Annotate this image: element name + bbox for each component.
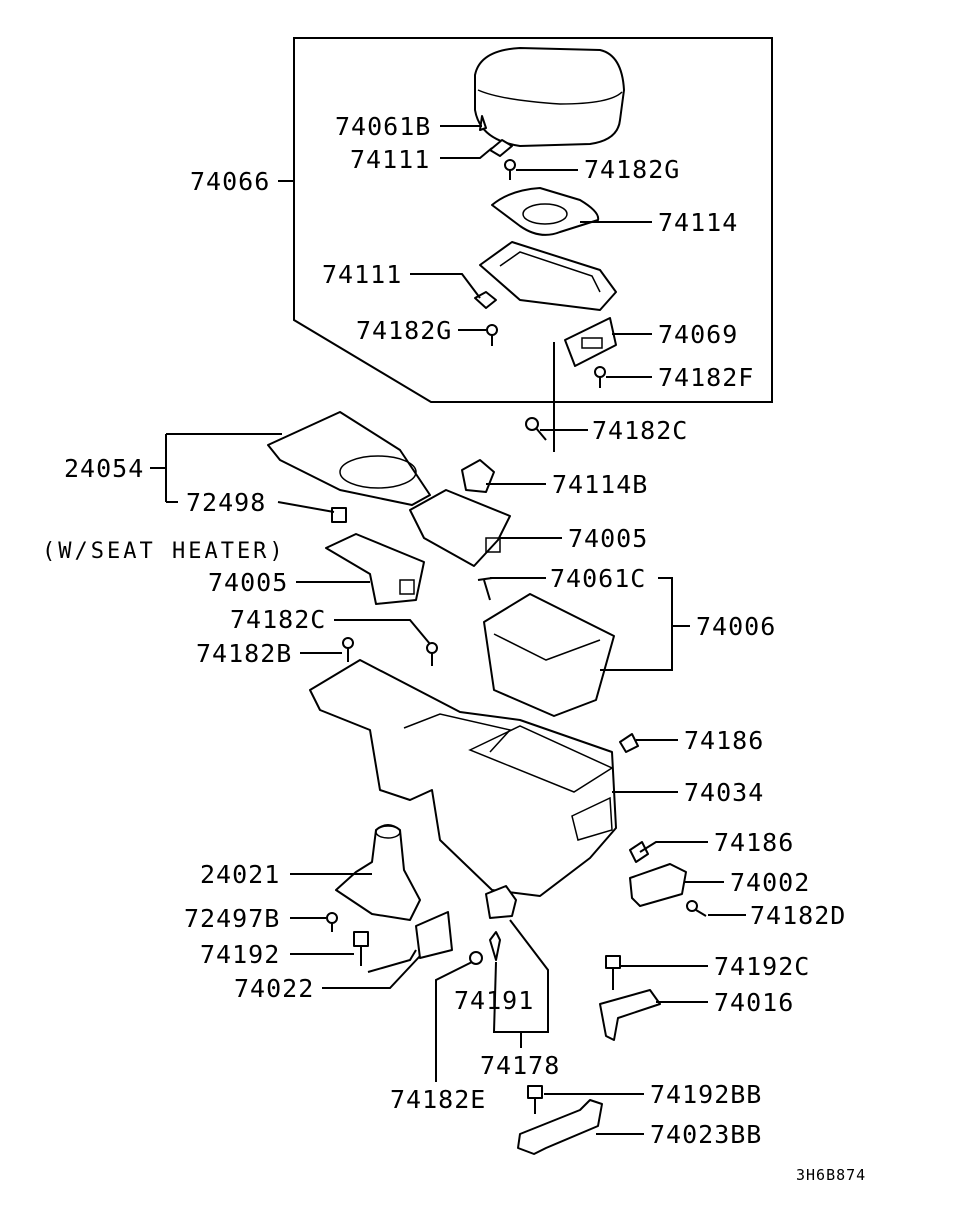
armrest-assembly-frame	[293, 37, 773, 403]
screw-74182d-part[interactable]	[686, 900, 707, 917]
shift-panel-24054-part[interactable]	[267, 411, 431, 506]
part-label: 74023BB	[650, 1120, 762, 1149]
bolt-74192bb-part[interactable]	[527, 1085, 543, 1114]
part-label: 74182G	[356, 316, 452, 345]
part-label: 74114	[658, 208, 738, 237]
part-label: 74005	[568, 524, 648, 553]
screw-74182g-lower-part[interactable]	[486, 324, 498, 346]
hinge-74069-part[interactable]	[564, 317, 617, 367]
bracket-74016-part[interactable]	[599, 989, 661, 1041]
part-label: 24021	[200, 860, 280, 889]
clip-72498-part[interactable]	[331, 507, 347, 523]
part-label: 74061C	[550, 564, 646, 593]
seat-heater-note: (W/SEAT HEATER)	[42, 539, 286, 564]
part-label: 74182D	[750, 901, 846, 930]
storage-box-74006-part[interactable]	[483, 593, 615, 717]
part-label: 74114B	[552, 470, 648, 499]
screw-74182b-part[interactable]	[342, 637, 354, 662]
screw-74182g-upper-part[interactable]	[504, 159, 516, 180]
clip-74111-lower-part[interactable]	[474, 291, 497, 309]
bolt-74192-part[interactable]	[353, 931, 369, 966]
part-label: 74182C	[592, 416, 688, 445]
part-label: 72498	[186, 488, 266, 517]
part-label: 74192BB	[650, 1080, 762, 1109]
part-label: 72497B	[184, 904, 280, 933]
part-label: 74192	[200, 940, 280, 969]
part-label: 74182C	[230, 605, 326, 634]
part-label: 74006	[696, 612, 776, 641]
screw-74182f-part[interactable]	[594, 366, 606, 388]
pin-74061c-part[interactable]	[477, 577, 493, 601]
clip-74186-upper-part[interactable]	[619, 733, 639, 753]
shift-boot-24021-part[interactable]	[335, 824, 421, 921]
part-label: 74182B	[196, 639, 292, 668]
screw-74182c-lower-part[interactable]	[426, 642, 438, 666]
part-label: 74111	[322, 260, 402, 289]
part-label: 74034	[684, 778, 764, 807]
part-label: 74061B	[335, 112, 431, 141]
part-label: 74186	[684, 726, 764, 755]
clip-74111-upper-part[interactable]	[489, 139, 513, 157]
part-label: 74182F	[658, 363, 754, 392]
part-label: 74192C	[714, 952, 810, 981]
nut-74182e-part[interactable]	[469, 951, 483, 965]
part-label: 74005	[208, 568, 288, 597]
bolt-74192c-part[interactable]	[605, 955, 621, 990]
bracket-74114b-part[interactable]	[461, 459, 495, 493]
part-label: 24054	[64, 454, 144, 483]
part-label: 74066	[190, 167, 270, 196]
screw-74182c-upper-part[interactable]	[525, 417, 547, 441]
tray-74005-upper-part[interactable]	[409, 489, 511, 567]
cup-holder-74114-part[interactable]	[491, 187, 600, 236]
armrest-tray-part[interactable]	[479, 241, 617, 311]
part-label: 74178	[480, 1051, 560, 1080]
bracket-74023bb-part[interactable]	[517, 1099, 603, 1155]
console-body-74034-part[interactable]	[309, 659, 617, 897]
ashtray-74002-part[interactable]	[629, 863, 687, 907]
part-label: 74022	[234, 974, 314, 1003]
screw-72497b-part[interactable]	[326, 912, 338, 932]
part-label: 74069	[658, 320, 738, 349]
bracket-74022-part[interactable]	[415, 911, 453, 959]
clip-74191-part[interactable]	[489, 931, 501, 961]
part-label: 74111	[350, 145, 430, 174]
bracket-74178-part[interactable]	[485, 885, 517, 919]
part-label: 74002	[730, 868, 810, 897]
part-label: 74186	[714, 828, 794, 857]
armrest-lid-part[interactable]	[474, 47, 625, 147]
part-label: 74016	[714, 988, 794, 1017]
diagram-code: 3H6B874	[796, 1166, 866, 1184]
part-label: 74182E	[390, 1085, 486, 1114]
part-label: 74182G	[584, 155, 680, 184]
clip-74186-lower-part[interactable]	[629, 841, 649, 863]
part-label: 74191	[454, 986, 534, 1015]
tray-74005-seat-heater-part[interactable]	[325, 533, 425, 605]
leader-lines	[150, 125, 746, 1135]
